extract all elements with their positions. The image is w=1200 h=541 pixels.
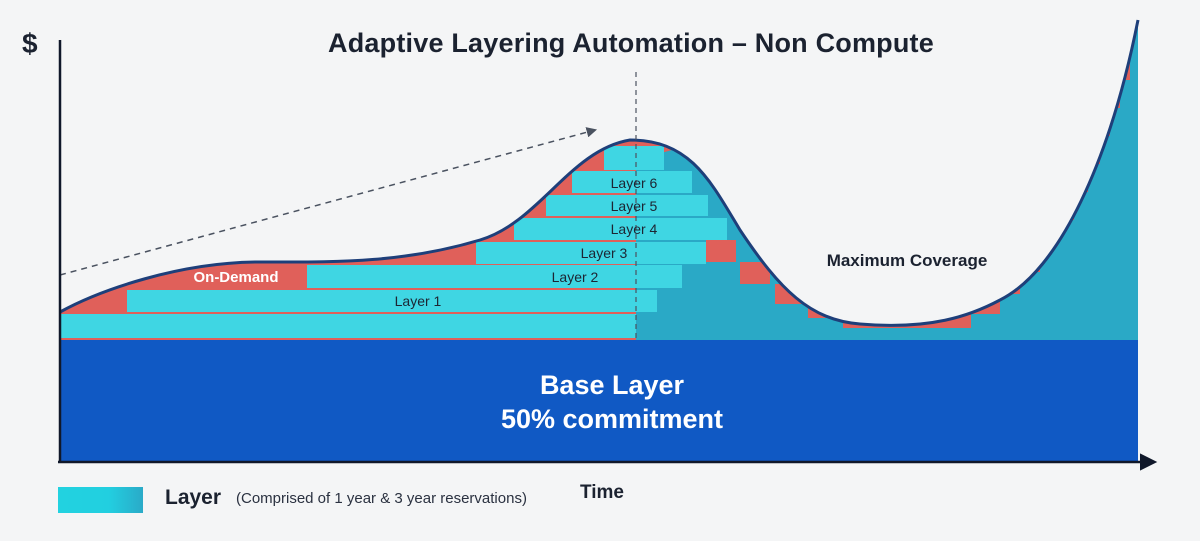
layer-6-bar xyxy=(572,171,692,193)
legend-layer-label: Layer xyxy=(165,486,222,509)
on-demand-label: On-Demand xyxy=(193,269,278,286)
layer-5-label: Layer 5 xyxy=(611,198,658,214)
layer-1-label: Layer 1 xyxy=(395,293,442,309)
base-layer xyxy=(60,340,1138,462)
layer-3-label: Layer 3 xyxy=(581,245,628,261)
y-axis-label: $ xyxy=(22,28,38,59)
layer-1-bar xyxy=(127,290,657,312)
legend-layer-note: (Comprised of 1 year & 3 year reservatio… xyxy=(236,490,527,507)
layer-3-bar xyxy=(476,242,706,264)
layer-4-label: Layer 4 xyxy=(611,221,658,237)
max-coverage-label: Maximum Coverage xyxy=(827,251,988,270)
layer-top-bar xyxy=(604,146,664,170)
layer-6-label: Layer 6 xyxy=(611,175,658,191)
trend-arrow xyxy=(59,127,598,276)
x-axis-label: Time xyxy=(580,482,625,503)
base-layer-subtitle: 50% commitment xyxy=(500,404,724,434)
layer-2-label: Layer 2 xyxy=(552,269,599,285)
demand-curve xyxy=(59,19,1140,327)
legend-layer-swatch xyxy=(58,487,143,513)
layer-2-bar xyxy=(307,265,682,288)
layer-5-bar xyxy=(546,195,708,216)
diagram-title: Adaptive Layering Automation – Non Compu… xyxy=(328,28,934,58)
base-layer-title: Base Layer xyxy=(539,370,685,400)
bottom-layer-bar xyxy=(60,314,636,338)
layer-4-bar xyxy=(514,218,727,240)
